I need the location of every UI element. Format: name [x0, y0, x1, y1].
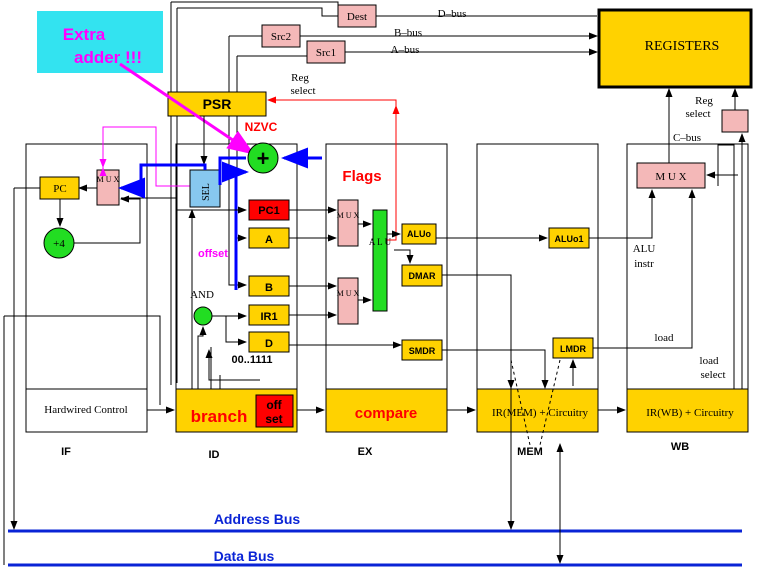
load-label: load: [655, 332, 674, 344]
wb-control-box: [626, 388, 749, 433]
if-control-label: Hardwired Control: [44, 404, 127, 416]
aluo-label: ALUo: [407, 229, 431, 239]
psr-register: [167, 91, 267, 117]
stage-mem-box: [476, 143, 599, 433]
src2-label: Src2: [271, 31, 291, 43]
and-gate: [193, 306, 213, 326]
aluo1-label: ALUo1: [555, 234, 584, 244]
reg-select-right-line2: select: [685, 108, 710, 120]
d-label: D: [265, 338, 273, 350]
ex-control-box: [325, 388, 448, 433]
wb-reg-select: [721, 109, 749, 133]
smdr-label: SMDR: [409, 346, 436, 356]
ex-mux-top: [337, 199, 359, 247]
branch-label: branch: [191, 407, 248, 426]
a-bus-label: A–bus: [391, 44, 420, 56]
pc-label: PC: [53, 183, 66, 195]
alu-instr-line1: ALU: [633, 243, 656, 255]
dest-label: Dest: [347, 11, 367, 23]
stage-wb-box: [626, 143, 749, 433]
src1-label: Src1: [316, 47, 336, 59]
if-control-box: [25, 388, 148, 433]
sel-label: SEL: [201, 183, 212, 201]
psr-label: PSR: [203, 96, 232, 112]
address-bus-label: Address Bus: [214, 511, 301, 527]
ex-mux-top-label: M U X: [337, 211, 360, 220]
ir1-label: IR1: [260, 311, 277, 323]
and-label: AND: [190, 289, 214, 301]
data-bus-label: Data Bus: [214, 548, 275, 564]
branch-adder: [247, 142, 279, 174]
a-label: A: [265, 234, 273, 246]
stage-name-mem: MEM: [517, 446, 543, 458]
alu: [372, 209, 388, 312]
mem-control-label: IR(MEM) + Circuitry: [492, 407, 589, 419]
wb-mux: [636, 162, 706, 189]
b-bus-label: B–bus: [394, 27, 422, 39]
callout-line1: Extra: [63, 25, 106, 44]
d-bus-label: D–bus: [438, 8, 467, 20]
pc-mux-label: M U X: [97, 175, 120, 184]
wb-mux-label: M U X: [655, 171, 686, 183]
ex-mux-bottom: [337, 277, 359, 325]
stage-name-ex: EX: [358, 446, 373, 458]
branch-adder-symbol: +: [257, 146, 270, 171]
d-register: [248, 331, 290, 353]
offset-box-line1: off: [266, 398, 282, 412]
mem-control-box: [476, 388, 599, 433]
pc1-label: PC1: [258, 205, 279, 217]
c-bus-label: C–bus: [673, 132, 701, 144]
const-label: 00..1111: [232, 354, 273, 366]
alu-instr-line2: instr: [634, 258, 654, 270]
offset-box: [255, 394, 294, 428]
stage-name-if: IF: [61, 446, 71, 458]
reg-select-top-line2: select: [290, 85, 315, 97]
plus4-label: +4: [53, 238, 65, 250]
flags-label: Flags: [342, 168, 381, 185]
sel-unit: [189, 169, 221, 208]
b-label: B: [265, 282, 273, 294]
reg-select-right-line1: Reg: [695, 95, 713, 107]
stage-name-wb: WB: [671, 441, 689, 453]
offset-label: offset: [198, 248, 228, 260]
aluo-register: [401, 223, 437, 245]
ex-mux-bottom-label: M U X: [337, 289, 360, 298]
callout-line2: adder !!!: [74, 48, 142, 67]
reg-select-top-line1: Reg: [291, 72, 309, 84]
dmar-label: DMAR: [409, 271, 436, 281]
offset-box-line2: set: [265, 412, 282, 426]
extra-adder-callout: [37, 11, 163, 73]
nzvc-label: NZVC: [245, 120, 278, 134]
wb-control-label: IR(WB) + Circuitry: [646, 407, 734, 419]
alu-label: A L U: [369, 237, 392, 247]
load-select-line2: select: [700, 369, 725, 381]
compare-label: compare: [355, 405, 418, 422]
registers-box: [597, 8, 753, 89]
registers-label: REGISTERS: [645, 39, 720, 54]
stage-name-id: ID: [209, 449, 220, 461]
load-select-line1: load: [700, 355, 719, 367]
lmdr-label: LMDR: [560, 344, 586, 354]
